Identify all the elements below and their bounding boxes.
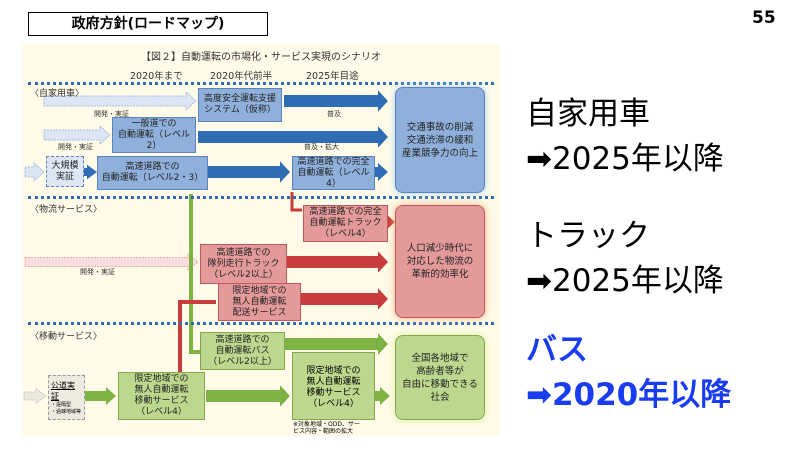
category-bus: バス [526, 332, 588, 368]
connector-line [290, 192, 302, 212]
goal-logistics: 人口減少時代に 対応した物流の 革新的効率化 [395, 205, 485, 318]
box-highway-l4: 高速道路での完全 自動運転（レベル4） [292, 156, 375, 190]
goal-mobility: 全国各地域で 高齢者等が 自由に移動できる 社会 [395, 335, 485, 420]
arrows-layer [23, 90, 395, 407]
label: 開発・実証 [94, 110, 129, 118]
timing-truck: ➡2025年以降 [526, 263, 724, 299]
box-public-road: 公道実証 ・遠隔型 ・過疎地域等 [48, 375, 85, 420]
arrow [206, 385, 290, 407]
goal-private: 交通事故の削減 交通渋滞の緩和 産業競争力の向上 [395, 87, 485, 193]
arrow [301, 288, 388, 310]
box-platoon: 高速道路での 隊列走行トラック （レベル2以上） [200, 244, 287, 284]
limited-note: ※対象地域・ODD、サー ビス内容・範囲の拡大 [293, 421, 360, 435]
category-private-car: 自家用車 [526, 96, 650, 132]
arrow [284, 90, 388, 112]
section-label: 〈移動サービス〉 [30, 332, 103, 342]
divider [28, 82, 494, 85]
arrow [43, 91, 197, 111]
section-label: 〈自家用車〉 [30, 89, 85, 99]
column-header: 2020年代前半 [210, 71, 273, 82]
arrow [287, 251, 388, 273]
box-large-scale: 大規模 実証 [46, 156, 84, 187]
arrow [198, 126, 388, 148]
category-truck: トラック [526, 218, 650, 254]
arrow [84, 164, 97, 180]
limited-l4-text: 限定地域での 無人自動運転 移動サービス （レベル4） [306, 366, 361, 409]
arrow [24, 253, 199, 271]
page-number: 55 [752, 8, 776, 28]
public-road-label: 公道実証 [51, 381, 75, 401]
slide-title: 政府方針(ロードマップ) [28, 12, 268, 36]
label: 普及・拡大 [304, 143, 339, 151]
column-header: 2025年目途 [306, 71, 359, 82]
box-bus: 高速道路での 自動運転バス （レベル2以上） [200, 332, 285, 370]
divider [28, 322, 494, 325]
column-header: 2020年まで [130, 71, 183, 82]
connector-line [178, 300, 216, 374]
divider [28, 196, 494, 199]
label: 開発・実証 [80, 268, 115, 276]
connector-line [189, 194, 200, 354]
timing-private-car: ➡2025年以降 [526, 141, 724, 177]
diagram-title: 【図２】自動運転の市場化・サービス実現のシナリオ [141, 52, 381, 63]
timing-bus: ➡2020年以降 [526, 377, 732, 413]
box-highway-l23: 高速道路での 自動運転（レベル2・3） [97, 156, 208, 190]
arrow [375, 387, 390, 405]
arrow [375, 163, 388, 181]
arrow [43, 125, 111, 145]
arrow [85, 387, 116, 405]
roadmap-diagram: 【図２】自動運転の市場化・サービス実現のシナリオ 2020年まで 2020年代前… [22, 44, 500, 436]
label: 普及 [327, 110, 341, 118]
box-truck-l4: 高速道路での完全 自動運転トラック （レベル4） [303, 205, 388, 242]
box-limited-l4-expanded: 限定地域での 無人自動運転 移動サービス （レベル4） ※対象地域・ODD、サー… [292, 352, 375, 435]
public-road-sub: ・遠隔型 ・過疎地域等 [51, 402, 82, 415]
box-delivery: 限定地域での 無人自動運転 配送サービス [218, 283, 301, 321]
arrow [285, 333, 388, 355]
arrow [208, 161, 290, 183]
label: 開発・実証 [58, 143, 93, 151]
arrow [23, 388, 47, 404]
box-general-road: 一般道での 自動運転（レベル2） [112, 117, 196, 153]
section-label: 〈物流サービス〉 [30, 205, 103, 215]
box-advanced-assist: 高度安全運転支援 システム（仮称） [198, 88, 282, 122]
box-limited-l4: 限定地域での 無人自動運転 移動サービス （レベル4） [118, 372, 205, 420]
arrow [24, 162, 45, 182]
